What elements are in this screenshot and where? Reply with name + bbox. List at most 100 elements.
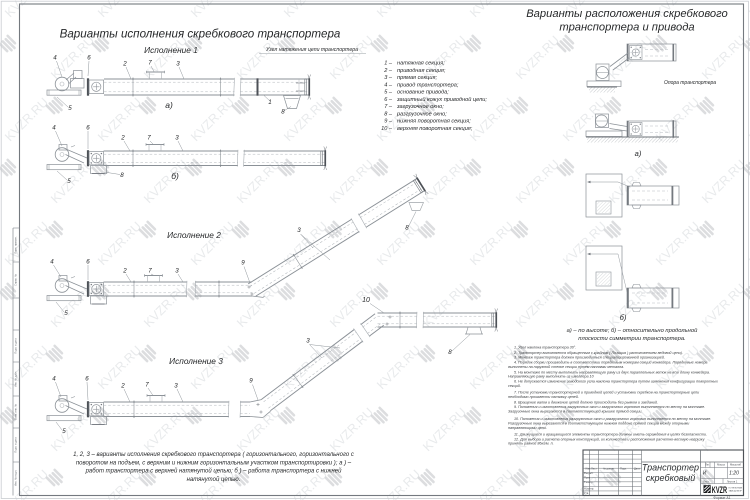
svg-text:Подп. и дата: Подп. и дата — [14, 437, 18, 453]
svg-text:4: 4 — [53, 55, 57, 62]
svg-text:KVZR: KVZR — [712, 485, 727, 496]
svg-text:10: 10 — [362, 297, 370, 304]
svg-text:транспортера и привода: транспортера и привода — [559, 22, 694, 34]
svg-text:8: 8 — [120, 172, 124, 179]
svg-text:12. Для выбора и расчета опор: 12. Для выбора и расчета опорных констру… — [514, 437, 706, 441]
svg-text:нижняя поворотная секция;: нижняя поворотная секция; — [397, 119, 471, 125]
svg-text:натяжная секция;: натяжная секция; — [397, 61, 445, 67]
svg-text:3: 3 — [174, 383, 178, 390]
svg-text:11. Движущиеся и вращающиеся: 11. Движущиеся и вращающиеся элементы тр… — [514, 433, 707, 437]
svg-text:Изм.Лист: Изм.Лист — [586, 466, 598, 470]
svg-text:2: 2 — [120, 135, 125, 142]
svg-text:2 –: 2 – — [383, 68, 393, 74]
svg-text:2: 2 — [122, 61, 127, 68]
svg-text:3 –: 3 – — [384, 75, 393, 81]
svg-text:8: 8 — [281, 109, 285, 116]
svg-text:Дата: Дата — [634, 466, 640, 470]
svg-text:6: 6 — [85, 376, 89, 383]
svg-text:И: И — [703, 471, 707, 477]
svg-text:6: 6 — [87, 55, 91, 62]
svg-text:а): а) — [165, 100, 173, 110]
svg-text:5: 5 — [67, 178, 71, 185]
svg-text:8 –: 8 – — [384, 111, 393, 117]
svg-text:1:20: 1:20 — [729, 471, 739, 477]
svg-text:10 –: 10 – — [381, 126, 393, 132]
svg-text:Исполнение 2: Исполнение 2 — [167, 230, 221, 240]
svg-text:4 –: 4 – — [384, 82, 393, 88]
svg-text:3: 3 — [175, 268, 179, 275]
svg-text:выполнены на наружной стенке с: выполнены на наружной стенке секции путе… — [508, 365, 624, 369]
svg-text:а): а) — [635, 149, 642, 158]
svg-text:5. На монтаже по месту выполн: 5. На монтаже по месту выполнить направл… — [514, 370, 710, 374]
svg-text:5: 5 — [62, 428, 66, 435]
svg-text:9: 9 — [249, 378, 253, 385]
svg-text:ЗАВОД КВЗР: ЗАВОД КВЗР — [729, 489, 743, 492]
svg-text:7 –: 7 – — [384, 104, 393, 110]
svg-text:3: 3 — [306, 338, 310, 345]
svg-text:натянутой цепью.: натянутой цепью. — [187, 476, 241, 483]
svg-text:поворотом на подъем, с верхни: поворотом на подъем, с верхним и нижним … — [76, 460, 352, 466]
svg-text:Лист: Лист — [703, 479, 709, 483]
svg-text:Листов 1: Листов 1 — [727, 479, 738, 483]
svg-text:Справ. №: Справ. № — [14, 274, 18, 286]
svg-text:5: 5 — [64, 310, 68, 317]
svg-text:9 –: 9 – — [384, 119, 393, 125]
svg-text:7: 7 — [147, 135, 151, 142]
svg-text:Исполнение 3: Исполнение 3 — [169, 356, 223, 366]
svg-text:плоскости симметрии транспорте: плоскости симметрии транспортера. — [578, 336, 685, 342]
svg-text:Подп.: Подп. — [620, 466, 627, 470]
svg-text:скребковый: скребковый — [646, 473, 695, 483]
svg-text:Взам. инв. №: Взам. инв. № — [14, 404, 18, 420]
svg-text:разгрузочное окно;: разгрузочное окно; — [396, 111, 447, 117]
svg-text:3: 3 — [175, 135, 179, 142]
svg-text:Транспортер: Транспортер — [642, 463, 699, 473]
svg-text:а) – по высоте; б) – относи: а) – по высоте; б) – относительно продол… — [567, 327, 698, 334]
svg-text:КОТЕЛЬНЫЙ: КОТЕЛЬНЫЙ — [729, 487, 743, 490]
svg-text:4: 4 — [50, 259, 54, 266]
svg-text:№ докум.: № докум. — [603, 467, 615, 470]
svg-text:2. Транспортер выполняется об: 2. Транспортер выполняется обращенным с … — [513, 351, 683, 355]
svg-text:загрузочное окно;: загрузочное окно; — [396, 104, 444, 110]
svg-text:Т.контр.: Т.контр. — [584, 480, 594, 484]
svg-text:1: 1 — [268, 99, 271, 106]
svg-text:7. После установки транспорте: 7. После установки транспортерной и прив… — [514, 391, 699, 395]
svg-text:Лит.: Лит. — [705, 463, 710, 467]
svg-text:Пров.: Пров. — [584, 475, 591, 479]
svg-text:7: 7 — [148, 60, 152, 67]
svg-text:направляющими цепи.: направляющими цепи. — [508, 426, 547, 430]
svg-text:б): б) — [171, 171, 179, 181]
svg-text:Варианты исполнения скребковог: Варианты исполнения скребкового транспор… — [60, 28, 341, 41]
svg-text:8. Вращение валов и движение: 8. Вращение валов и движение цепей должн… — [514, 401, 658, 405]
svg-text:Утв.: Утв. — [584, 491, 589, 495]
svg-text:б): б) — [620, 313, 627, 322]
svg-text:защитный кожух приводной цепи;: защитный кожух приводной цепи; — [396, 96, 487, 103]
svg-text:1 –: 1 – — [384, 61, 393, 67]
svg-text:Масса: Масса — [717, 463, 725, 467]
svg-text:Исполнение 1: Исполнение 1 — [144, 45, 198, 55]
svg-text:Инв. № подл.: Инв. № подл. — [14, 470, 18, 486]
svg-text:4. Порядок сборки производить: 4. Порядок сборки производить в соответс… — [514, 361, 707, 365]
svg-text:Загрузочные окна вырезаются в: Загрузочные окна вырезаются в соответств… — [508, 410, 643, 414]
svg-text:прямая секция;: прямая секция; — [397, 75, 437, 81]
svg-text:3: 3 — [176, 61, 180, 68]
svg-text:3. Монтаж транспортера должен: 3. Монтаж транспортера должен производит… — [514, 355, 665, 359]
svg-text:2: 2 — [120, 383, 125, 390]
svg-text:7: 7 — [145, 382, 149, 389]
svg-text:6: 6 — [86, 125, 90, 132]
svg-text:Узел натяжения цепи транспорте: Узел натяжения цепи транспортера — [266, 47, 358, 53]
svg-text:Инв. № дубл.: Инв. № дубл. — [14, 371, 18, 387]
svg-text:Масштаб: Масштаб — [730, 463, 742, 467]
svg-text:7: 7 — [148, 268, 152, 275]
svg-text:8: 8 — [405, 225, 409, 232]
svg-text:4: 4 — [52, 125, 56, 132]
svg-text:6 –: 6 – — [384, 97, 393, 103]
svg-text:работ транспортера с верхней н: работ транспортера с верхней натянутой ц… — [85, 468, 342, 475]
svg-text:4: 4 — [52, 376, 56, 383]
svg-text:6: 6 — [86, 259, 90, 266]
svg-text:основание привода;: основание привода; — [397, 90, 449, 96]
svg-text:Перв. примен.: Перв. примен. — [14, 236, 18, 254]
svg-text:верхняя поворотная секция;: верхняя поворотная секция; — [397, 126, 473, 132]
svg-text:необходимо произвести натяжку: необходимо произвести натяжку цепей. — [508, 395, 579, 399]
svg-text:Н.контр.: Н.контр. — [584, 487, 594, 491]
svg-text:привод транспортера;: привод транспортера; — [397, 82, 459, 88]
